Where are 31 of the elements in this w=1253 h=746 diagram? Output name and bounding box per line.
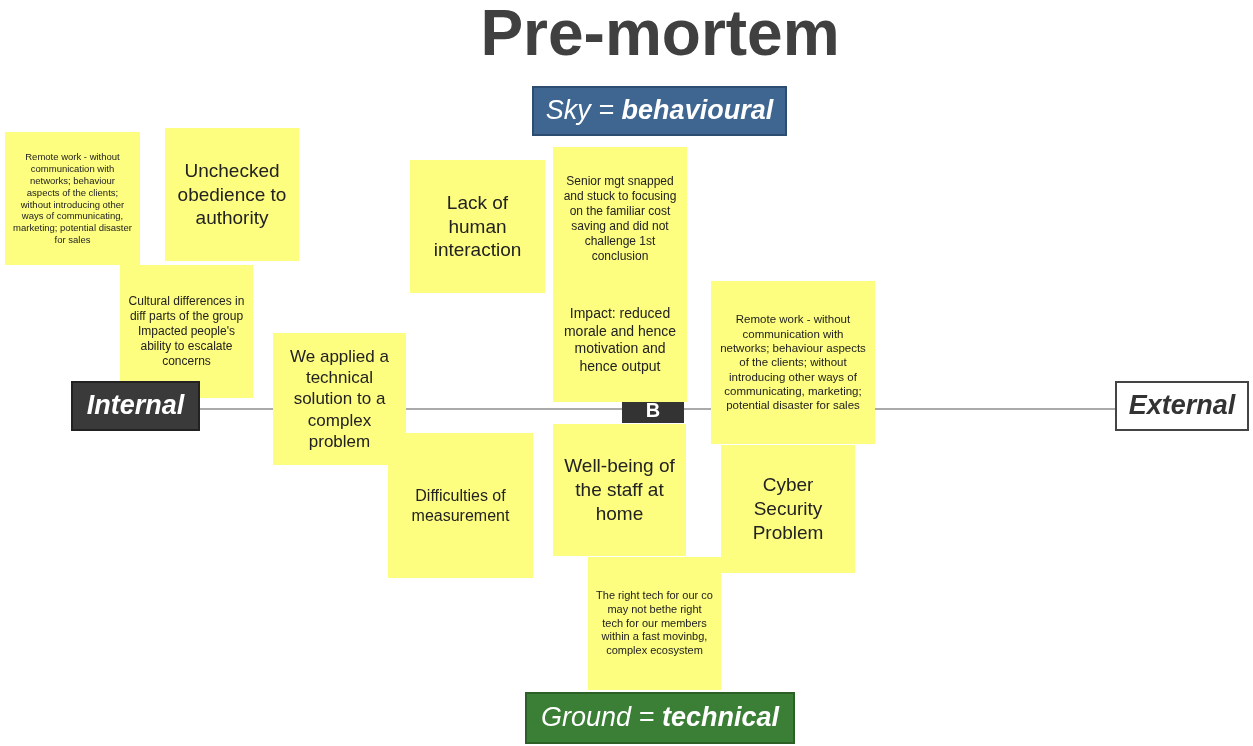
sticky-note — [711, 281, 875, 444]
category-banner — [532, 86, 787, 136]
note-text: Remote work - without communication with networks; behaviour aspects of the clients; without introducing other ways of communicating, marketing; potential disaster for sales — [719, 312, 867, 413]
note-text: Difficulties of measurement — [410, 485, 511, 526]
sticky-note — [165, 128, 299, 261]
title: Pre-mortem — [479, 0, 841, 70]
note-text: Cultural differences in diff parts of the group Impacted people's ability to escalate concerns — [128, 294, 245, 369]
sticky-note — [553, 147, 687, 402]
note-text: Cyber Security Problem — [751, 473, 825, 545]
sticky-note — [721, 445, 855, 573]
banner-text: Sky = behavioural — [545, 94, 774, 128]
axis-end-label — [1115, 381, 1249, 431]
note-text: Lack of human interaction — [432, 190, 523, 263]
sticky-note — [388, 433, 533, 578]
sticky-note — [5, 132, 140, 265]
category-banner — [525, 692, 795, 744]
note-text: Well-being of the staff at home — [563, 454, 676, 526]
note-text: Impact: reduced morale and hence motivation and hence output — [562, 305, 678, 376]
banner-text: Ground = technical — [541, 701, 779, 735]
note-text: The right tech for our co may not bethe right tech for our members within a fast movinbg, complex ecosystem — [596, 589, 713, 658]
note-text: Senior mgt snapped and stuck to focusing on the familiar cost saving and did not challenge 1st conclusion — [562, 173, 678, 264]
note-text: We applied a technical solution to a complex problem — [289, 345, 390, 453]
axis-end-label — [71, 381, 200, 431]
sticky-note — [273, 333, 406, 465]
sticky-note — [410, 160, 545, 293]
note-text: Remote work - without communication with networks; behaviour aspects of the clients; without introducing other ways of communicating, marketing; potential disaster for sales — [13, 151, 132, 246]
sticky-note — [553, 424, 686, 556]
sticky-note — [588, 557, 721, 690]
note-text: Unchecked obedience to authority — [176, 158, 288, 231]
axis-label-text: External — [1128, 389, 1236, 423]
axis-label-text: Internal — [86, 389, 185, 423]
